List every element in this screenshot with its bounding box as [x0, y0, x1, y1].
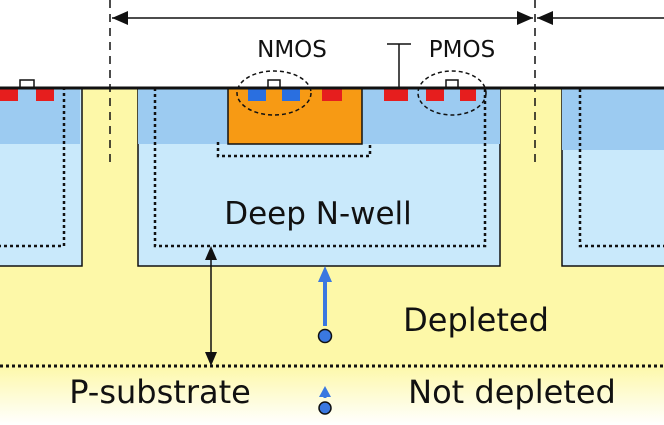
nmos-label: NMOS [257, 37, 327, 63]
p-substrate-label: P-substrate [69, 373, 251, 411]
pwell-contact [322, 89, 342, 101]
electron-dot [318, 401, 332, 415]
pmos-highlight-ellipse [417, 70, 487, 116]
deep-nwell-label: Deep N-well [224, 196, 412, 232]
electron-dot [317, 328, 333, 344]
left-deep-nwell [0, 79, 83, 267]
not-depleted-label: Not depleted [408, 373, 616, 411]
depletion-depth-arrow [205, 246, 217, 366]
carrier-drift-depleted [317, 266, 333, 344]
nmos-transistor [236, 70, 312, 116]
nmos-highlight-ellipse [236, 70, 312, 116]
undepleted-substrate-region [0, 365, 664, 425]
pitch-dimension [109, 0, 664, 168]
nwell-contact [384, 43, 411, 101]
pmos-transistor [417, 70, 487, 116]
carrier-diffusion-undepleted [318, 386, 332, 415]
right-deep-nwell [561, 87, 664, 267]
depleted-label: Depleted [403, 301, 549, 339]
pmos-label: PMOS [429, 37, 495, 63]
